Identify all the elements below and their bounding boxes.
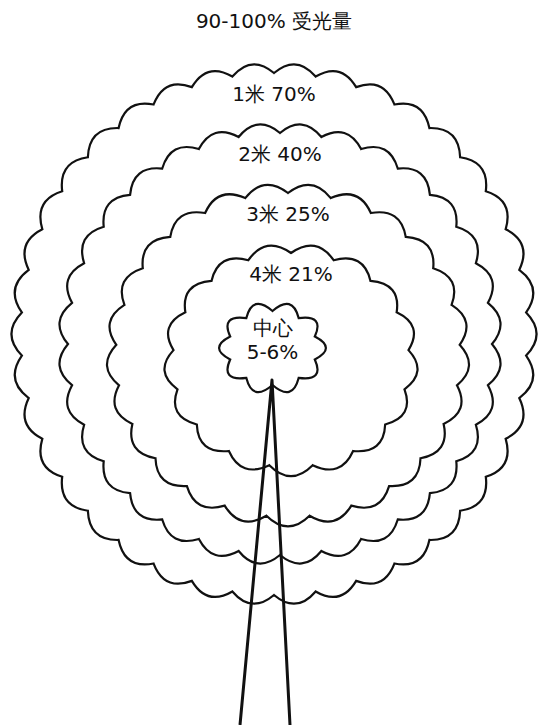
ring-label: 1米 70% bbox=[174, 82, 374, 106]
cloud-outline bbox=[219, 304, 326, 392]
ring-label: 中心 5-6% bbox=[241, 316, 305, 364]
cloud-outline bbox=[107, 185, 469, 527]
ring-label: 4米 21% bbox=[191, 262, 391, 286]
cloud-ring: 2米 40% 3米 25% 4米 21% 中心 5-6% bbox=[55, 120, 505, 568]
cloud-outline bbox=[11, 64, 536, 603]
cloud-outline bbox=[164, 246, 417, 477]
tree-trunk bbox=[240, 380, 290, 725]
cloud-ring: 4米 21% 中心 5-6% bbox=[160, 240, 422, 480]
ring-label: 3米 25% bbox=[188, 202, 388, 226]
note-label: 90-100% 受光量 bbox=[196, 8, 352, 35]
cloud-ring: 1米 70% 2米 40% 3米 25% 4米 21% 中心 5-6% bbox=[8, 60, 540, 608]
ring-label: 2米 40% bbox=[180, 142, 380, 166]
cloud-outline bbox=[59, 124, 500, 563]
cloud-ring: 中心 5-6% bbox=[215, 298, 330, 398]
cloud-ring: 3米 25% 4米 21% 中心 5-6% bbox=[103, 180, 473, 530]
